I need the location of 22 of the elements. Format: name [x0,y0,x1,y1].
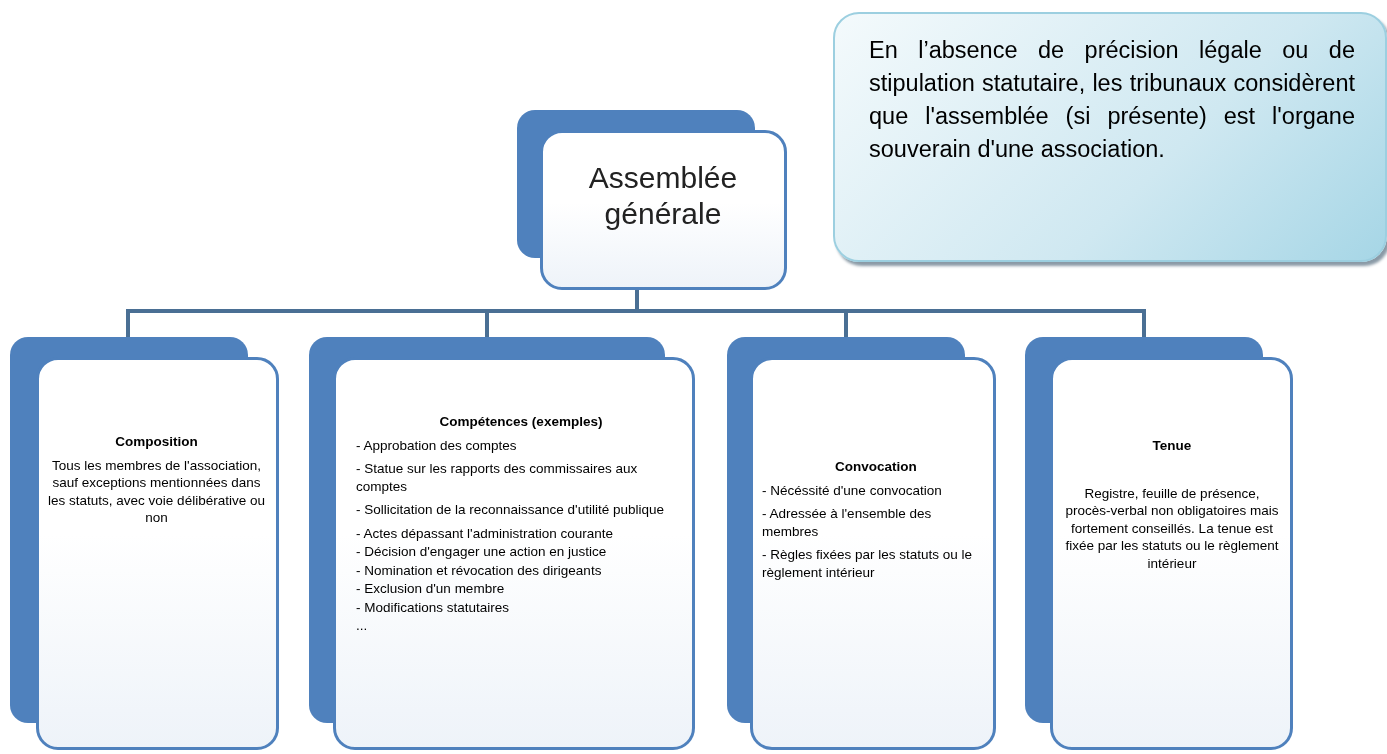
card-text: - Nécéssité d'une convocation [762,481,943,500]
card-text: Registre, feuille de présence, procès-verbal non obligatoires mais fortement conseillés. La tenue est fixée par les statuts ou le règlement intérieur [1064,484,1280,573]
callout-box [833,12,1387,262]
card-text: - Statue sur les rapports des commissaires aux comptes [356,460,639,496]
card-title: Assemblée générale [587,160,739,232]
card-heading: Compétences (exemples) [438,413,604,431]
callout-text: En l’absence de précision légale ou de stipulation statutaire, les tribunaux considèrent que l'assemblée (si présente) est l'organe souverain d'une association. [869,36,1355,164]
connector-line [635,290,1146,337]
card-text: - Modifications statutaires [356,598,511,617]
card-text: - Règles fixées par les statuts ou le règlement intérieur [762,546,974,582]
card-text: - Actes dépassant l'administration courante [356,524,614,543]
card-text: - Décision d'engager une action en justice [356,543,608,561]
card-heading: Tenue [1151,437,1193,455]
card-text: Tous les membres de l'association, sauf exceptions mentionnées dans les statuts, avec voie délibérative ou non [47,456,266,527]
card-text: - Adressée à l'ensemble des membres [762,505,933,541]
card-text: - Exclusion d'un membre [356,580,506,598]
card-heading: Composition [114,433,199,451]
card-text: - Nomination et révocation des dirigeants [356,561,603,580]
card-text: - Sollicitation de la reconnaissance d'utilité publique [356,501,665,519]
card-text: - Approbation des comptes [356,436,518,455]
card-heading: Convocation [834,458,918,476]
card-text: ... [356,617,369,635]
